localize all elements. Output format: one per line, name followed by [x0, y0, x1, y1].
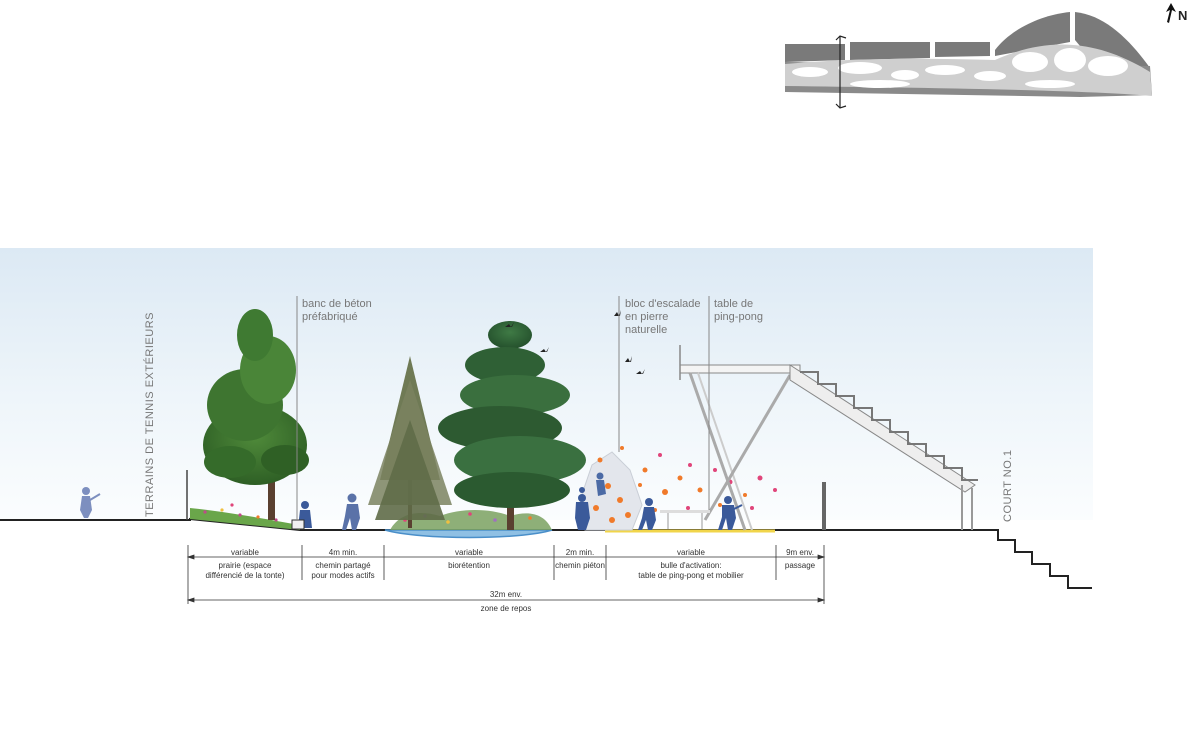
segment-bioretention-desc: biorétention [384, 561, 554, 571]
key-plan-map [785, 12, 1152, 109]
person-tennis-player [80, 487, 101, 518]
prairie-flowers [203, 503, 278, 522]
birds [505, 310, 645, 374]
segment-passage-desc: passage [776, 561, 824, 571]
segment-desc-line: chemin piéton [555, 561, 605, 570]
segment-shared-path-dim: 4m min. [328, 548, 358, 557]
segment-desc-line: pour modes actifs [311, 571, 375, 580]
annotation-bench-line: préfabriqué [302, 311, 358, 323]
bioretention-basin [384, 529, 553, 539]
segment-activation-dim: variable [676, 548, 705, 557]
annotation-pingpong-line: ping-pong [714, 311, 763, 323]
annotation-climbing-boulder: bloc d'escalade en pierre naturelle [625, 298, 701, 337]
annotation-bench-line: banc de béton [302, 298, 372, 310]
activation-dots [597, 446, 777, 512]
court-no1-label: COURT NO.1 [1002, 449, 1014, 522]
total-dim: 32m env. [489, 590, 523, 599]
segment-desc-line: table de ping-pong et mobilier [638, 571, 744, 580]
annotation-climb-line: naturelle [625, 324, 668, 336]
segment-shared-path-desc: chemin partagé pour modes actifs [302, 561, 384, 581]
climbing-holds [593, 483, 631, 523]
segment-desc-line: biorétention [448, 561, 490, 570]
dimension-lines [186, 545, 826, 604]
segment-bioretention-dim: variable [454, 548, 483, 557]
segment-pedestrian-path-dim: 2m min. [565, 548, 595, 557]
north-label: N [1178, 8, 1188, 23]
person-playing-pingpong-left [638, 498, 656, 530]
annotation-pingpong: table de ping-pong [714, 298, 763, 324]
segment-desc-line: bulle d'activation: [660, 561, 722, 570]
north-arrow-icon [1166, 3, 1176, 23]
segment-prairie-desc: prairie (espace différencié de la tonte) [188, 561, 302, 581]
annotation-leaders [296, 296, 710, 520]
grandstand-structure [679, 345, 978, 531]
annotation-climb-line: bloc d'escalade [625, 298, 701, 310]
total-desc: zone de repos [480, 604, 532, 613]
annotation-climb-line: en pierre [625, 311, 669, 323]
segment-desc-line: passage [784, 561, 816, 570]
segment-passage-dim: 9m env. [786, 548, 814, 557]
person-climbing [596, 472, 606, 496]
segment-activation-desc: bulle d'activation: table de ping-pong e… [606, 561, 776, 581]
person-playing-pingpong-right [718, 496, 743, 530]
concrete-bench [291, 519, 305, 530]
segment-prairie-dim: variable [230, 548, 259, 557]
tennis-courts-label: TERRAINS DE TENNIS EXTÉRIEURS [144, 312, 156, 517]
segment-pedestrian-path-desc: chemin piéton [550, 561, 610, 571]
annotation-pingpong-line: table de [714, 298, 754, 310]
ping-pong-table [660, 510, 710, 529]
pine-tree [438, 321, 586, 530]
segment-desc-line: différencié de la tonte) [205, 571, 285, 580]
conifer-tree-small [368, 356, 452, 528]
person-carrying-child [575, 487, 590, 530]
person-walking-path [342, 493, 360, 530]
passage-post [822, 482, 826, 530]
prairie-grass [190, 508, 300, 530]
segment-desc-line: chemin partagé [315, 561, 371, 570]
segment-desc-line: prairie (espace [218, 561, 272, 570]
annotation-bench: banc de béton préfabriqué [302, 298, 372, 324]
